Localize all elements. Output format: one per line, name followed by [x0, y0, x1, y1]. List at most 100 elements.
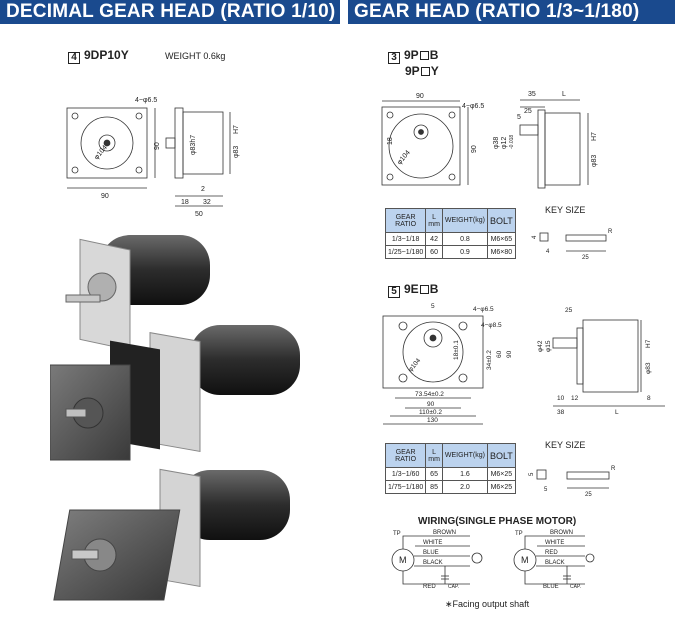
dim-73: 73.54±0.2: [415, 391, 444, 398]
item-number-5: 5: [388, 286, 400, 298]
dim-spigot: φ83h7: [190, 135, 197, 155]
dim-L: L: [562, 91, 566, 98]
cell-l: 65: [425, 467, 443, 481]
dim-holes-b: 4−φ8.5: [481, 322, 502, 329]
dim-60: 60: [496, 350, 503, 358]
cell-weight: 0.9: [441, 245, 488, 259]
cell-bolt: M6×65: [486, 232, 516, 246]
wire-red: RED: [545, 550, 558, 556]
wire-blue: BLUE: [423, 550, 439, 556]
drawing-9eb: 5 4−φ6.5 4−φ8.5 φ104 18±0.1 34±0.2 60 90…: [382, 303, 665, 425]
key-dim-a: 5: [529, 472, 535, 476]
dim-2: 2: [201, 186, 205, 193]
dim-height: 90: [154, 142, 161, 150]
cell-weight: 0.8: [441, 232, 488, 246]
dim-25: 25: [565, 307, 573, 314]
cell-bolt: M6×25: [486, 467, 516, 481]
motor-label: M: [399, 555, 407, 565]
dim-holes-a: 4−φ6.5: [473, 306, 494, 313]
dim-12: 12: [571, 395, 579, 402]
model-9dp10y-title: 4 9DP10Y: [68, 48, 129, 64]
wire-red: RED: [423, 584, 436, 590]
wire-white: WHITE: [423, 540, 442, 546]
dim-L: L: [615, 409, 619, 416]
motor-image-3: [53, 468, 290, 601]
motor-image-2: [50, 325, 300, 461]
wiring-diagram: M TP BROWN WHITE BLUE BLACK RED CAP. M T…: [391, 530, 595, 590]
col-gear-ratio: GEAR RATIO: [384, 443, 427, 468]
drawing-9dp10y: 4−φ6.5 90 90 φ104 φ83h7 φ83 H7 2 18 32 5…: [66, 97, 240, 218]
drawing-9pb: 90 4−φ6.5 35 L 25 5 φ38 φ12 -0.018 90 18…: [381, 91, 598, 189]
dim-110: 110±0.2: [419, 409, 442, 416]
item-number-4: 4: [68, 52, 80, 64]
model-prefix: 9P: [405, 64, 420, 78]
dim-pcd: φ104: [396, 149, 412, 166]
placeholder-box: [420, 67, 430, 76]
col-l: L mm: [425, 443, 443, 468]
model-9py-title: 9P Y: [405, 64, 439, 78]
dim-90b: 90: [427, 401, 435, 408]
dim-90: 90: [506, 350, 513, 358]
key-dim-b: 4: [546, 249, 550, 255]
dim-phi12: φ12: [501, 137, 508, 149]
right-section-header: GEAR HEAD (RATIO 1/3~1/180): [348, 0, 675, 24]
cell-l: 60: [425, 245, 443, 259]
model-9pb-title: 3 9P B: [388, 48, 438, 64]
cell-l: 42: [425, 232, 443, 246]
cell-ratio: 1/75~1/180: [384, 480, 427, 494]
dim-pcd: φ104: [407, 357, 422, 373]
dim-18: 18±0.1: [453, 340, 460, 360]
dim-25: 25: [524, 108, 532, 115]
cell-bolt: M6×25: [486, 480, 516, 494]
cell-bolt: M6×80: [486, 245, 516, 259]
model-suffix: B: [429, 48, 439, 62]
dim-38: 38: [557, 409, 565, 416]
dim-holes: 4−φ6.5: [135, 97, 157, 104]
wiring-note: ∗Facing output shaft: [445, 599, 530, 609]
wire-tp: TP: [393, 531, 401, 537]
model-suffix: Y: [430, 64, 439, 78]
wire-black: BLACK: [423, 560, 443, 566]
dim-50: 50: [195, 211, 203, 218]
left-section-header: DECIMAL GEAR HEAD (RATIO 1/10): [0, 0, 340, 24]
cell-l: 85: [425, 480, 443, 494]
dim-18: 18: [387, 137, 394, 145]
motor-label: M: [521, 555, 529, 565]
model-suffix: B: [429, 282, 439, 296]
key-dim-c: 25: [582, 255, 589, 260]
table-row: 1/75~1/180 85 2.0 M6×25: [384, 480, 516, 494]
col-weight: WEIGHT(kg): [441, 443, 488, 468]
dim-phi38: φ38: [493, 137, 500, 149]
motor-image-1: [65, 235, 210, 351]
dim-35: 35: [528, 91, 536, 98]
dim-32: 32: [203, 199, 211, 206]
dim-8: 8: [647, 395, 651, 402]
dim-tolerance: H7: [233, 125, 240, 134]
dim-10: 10: [557, 395, 565, 402]
wire-black: BLACK: [545, 560, 565, 566]
dim-width: 90: [416, 93, 424, 100]
cap-label: CAP.: [570, 584, 581, 590]
dim-h7: H7: [591, 132, 598, 141]
key-size-title-3: KEY SIZE: [545, 205, 586, 215]
key-dim-c: 25: [585, 492, 592, 498]
dim-phi42: φ42: [537, 340, 544, 352]
dim-height: 90: [471, 145, 478, 153]
power-source-right: [585, 553, 595, 563]
cell-ratio: 1/3~1/18: [384, 232, 427, 246]
item-number-3: 3: [388, 52, 400, 64]
col-bolt: BOLT: [486, 208, 516, 233]
dim-width: 90: [101, 193, 109, 200]
col-gear-ratio: GEAR RATIO: [384, 208, 427, 233]
cell-ratio: 1/3~1/60: [384, 467, 427, 481]
model-prefix: 9P: [404, 48, 419, 62]
model-code: 9DP10Y: [84, 48, 129, 62]
dim-phi15: φ15: [545, 340, 552, 352]
dim-h7: H7: [645, 339, 652, 348]
wire-brown: BROWN: [433, 530, 456, 536]
key-dim-a: 4: [532, 235, 538, 239]
dim-tol: -0.018: [509, 135, 515, 149]
wire-white: WHITE: [545, 540, 564, 546]
table-row: 1/3~1/60 65 1.6 M6×25: [384, 467, 516, 481]
